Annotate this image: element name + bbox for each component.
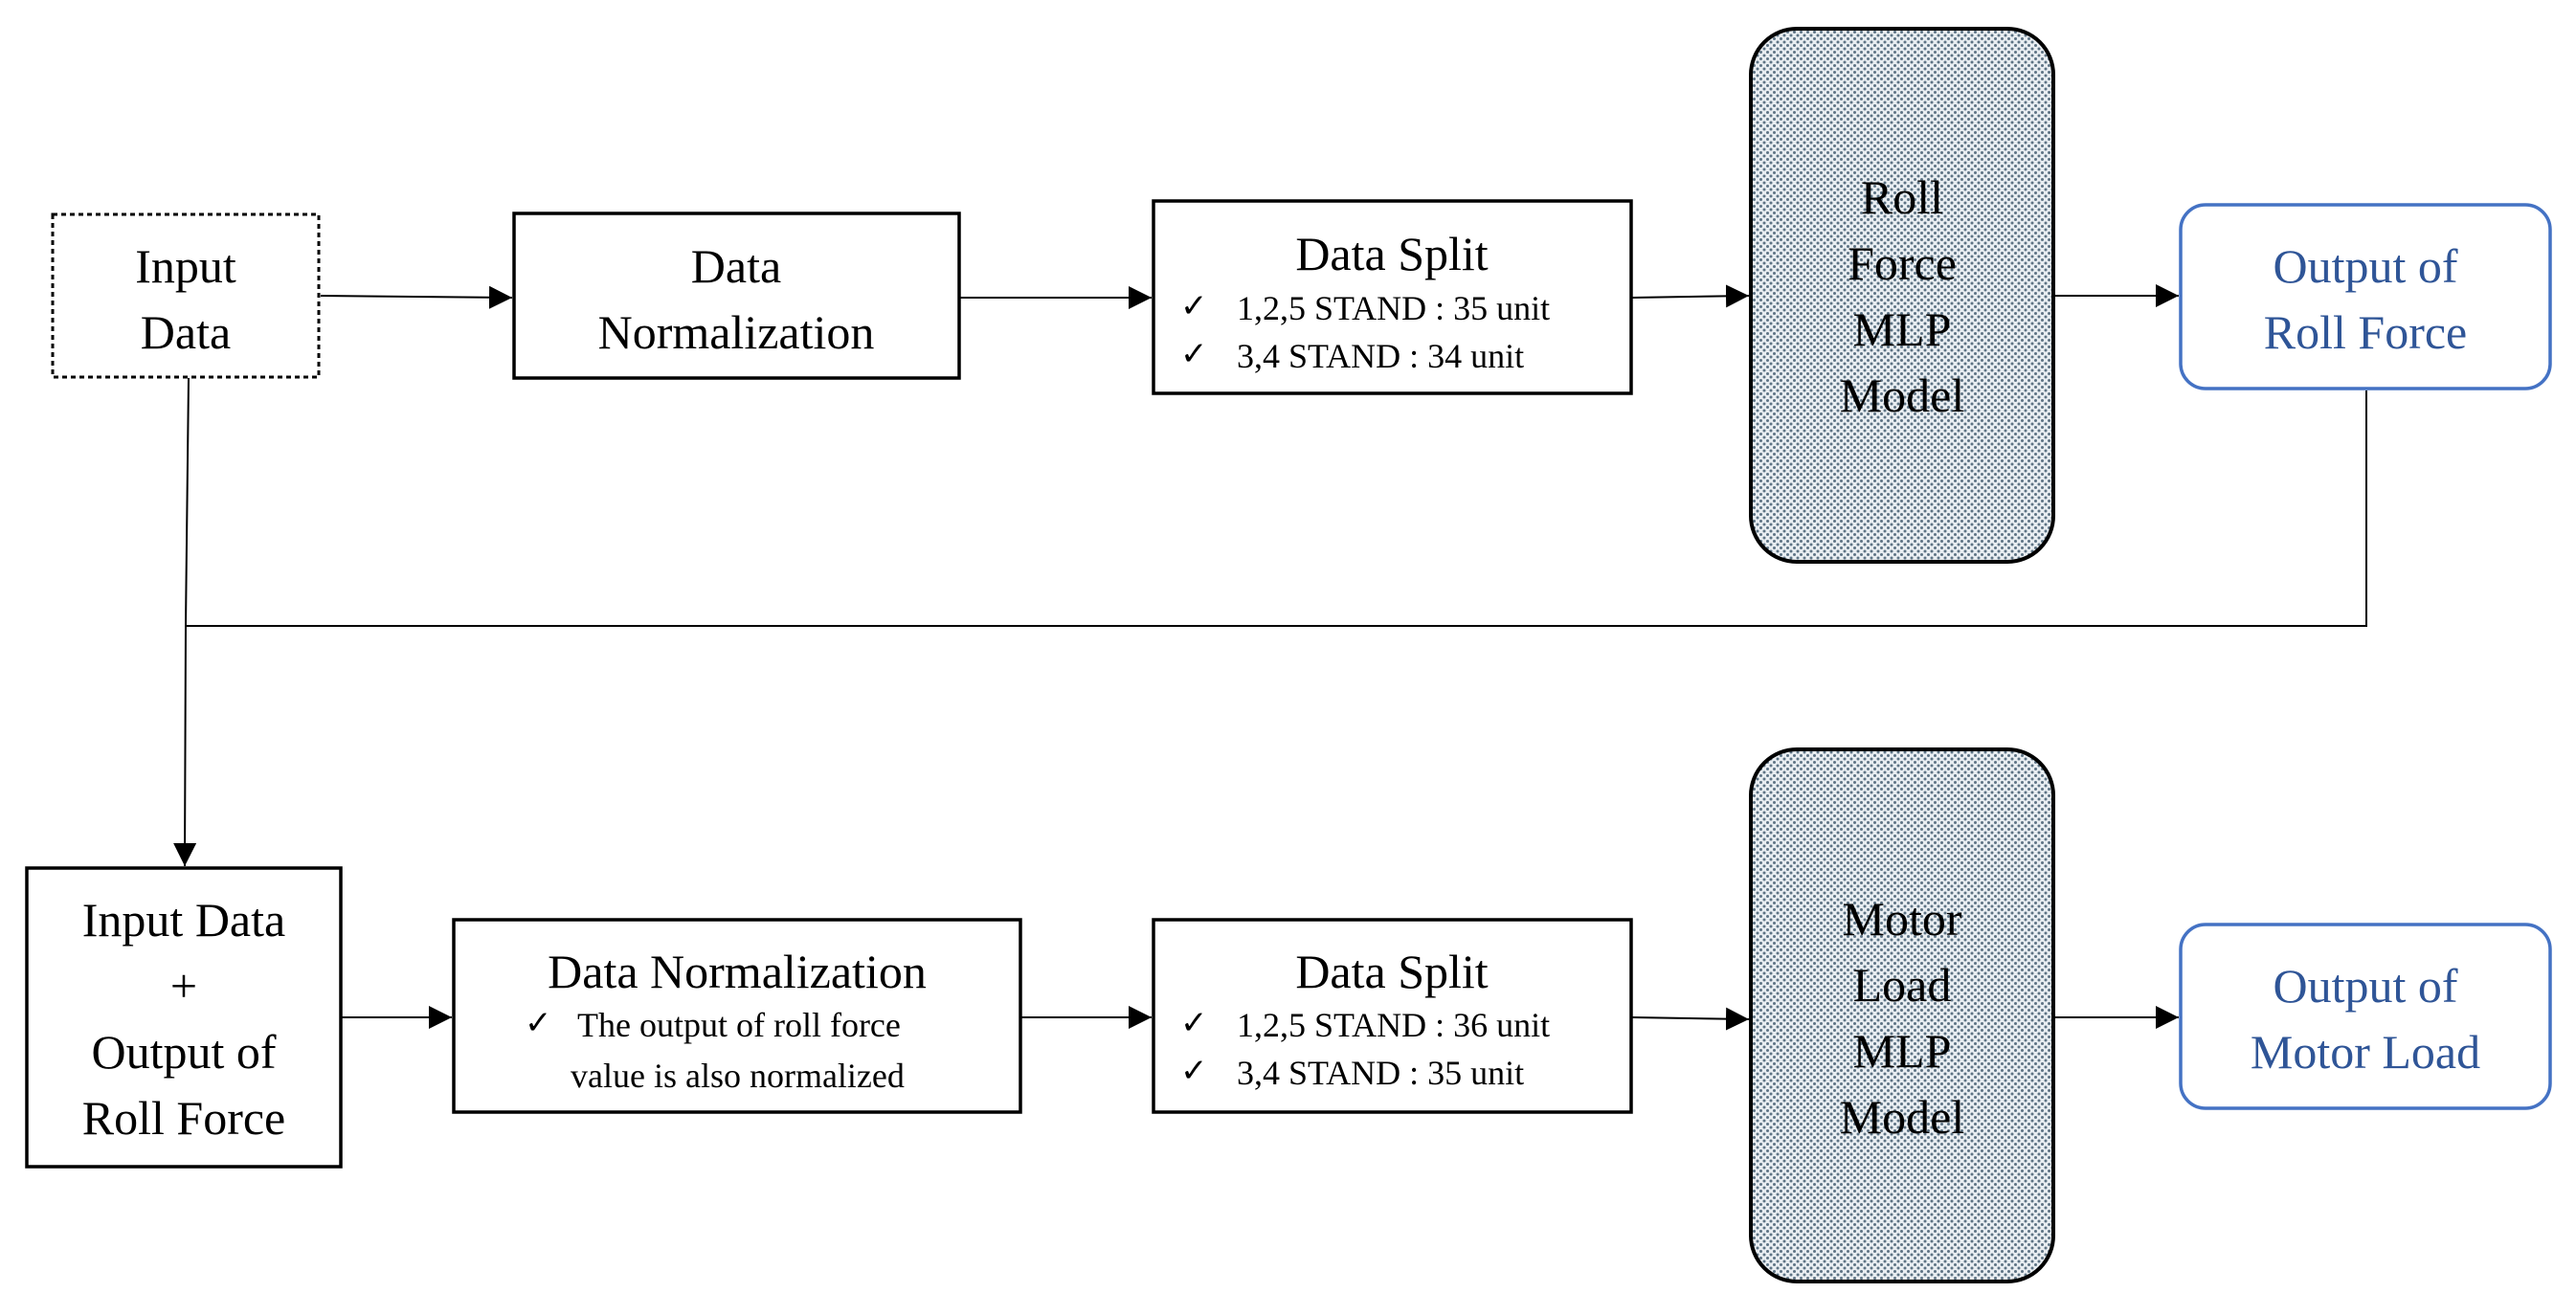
normalization-note-line1: The output of roll force [577, 1006, 901, 1044]
output-roll-force-box: Output of Roll Force [2179, 203, 2552, 390]
data-normalization-box-2: Data Normalization ✓ The output of roll … [452, 918, 1022, 1114]
combined-input-line2: + [170, 959, 197, 1013]
input-data-line1: Input [135, 239, 236, 293]
split-item-1: 1,2,5 STAND : 35 unit [1237, 289, 1550, 327]
normalization-note-line2: value is also normalized [571, 1057, 905, 1095]
model2-line3: MLP [1853, 1024, 1952, 1078]
data-split-title: Data Split [1295, 227, 1488, 280]
model2-line2: Load [1853, 958, 1952, 1012]
connectors [173, 284, 2367, 1031]
motor-load-mlp-model: Motor Load MLP Model [1749, 747, 2055, 1283]
output-motor-load-line2: Motor Load [2251, 1025, 2480, 1079]
output-roll-force-line2: Roll Force [2264, 305, 2467, 359]
data-split-box: Data Split ✓ 1,2,5 STAND : 35 unit ✓ 3,4… [1152, 199, 1633, 395]
checkmark-icon: ✓ [525, 1004, 552, 1042]
split-item-3: 1,2,5 STAND : 36 unit [1237, 1006, 1550, 1044]
output-motor-load-box: Output of Motor Load [2179, 923, 2552, 1110]
normalization-line1: Data [691, 239, 781, 293]
output-roll-force-line1: Output of [2273, 239, 2457, 293]
data-split-box-2: Data Split ✓ 1,2,5 STAND : 36 unit ✓ 3,4… [1152, 918, 1633, 1114]
checkmark-icon: ✓ [1180, 335, 1208, 373]
data-split-title-2: Data Split [1295, 945, 1488, 998]
arrow-input-to-normalization [320, 285, 513, 309]
split-item-2: 3,4 STAND : 34 unit [1237, 337, 1524, 375]
model2-line4: Model [1840, 1090, 1965, 1144]
output-motor-load-line1: Output of [2273, 959, 2457, 1013]
combined-input-line4: Roll Force [82, 1091, 285, 1145]
roll-force-mlp-model: Roll Force MLP Model [1749, 27, 2055, 564]
model-line4: Model [1840, 368, 1965, 422]
combined-input-box: Input Data + Output of Roll Force [25, 866, 343, 1169]
combined-input-line1: Input Data [82, 893, 285, 947]
model-line1: Roll [1861, 170, 1943, 224]
split-item-4: 3,4 STAND : 35 unit [1237, 1054, 1524, 1092]
normalization-title: Data Normalization [548, 945, 927, 998]
normalization-line2: Normalization [598, 305, 875, 359]
checkmark-icon: ✓ [1180, 287, 1208, 325]
arrow-split-to-model-2 [1631, 1007, 1750, 1031]
model2-line1: Motor [1843, 892, 1962, 946]
model-line2: Force [1848, 236, 1957, 290]
checkmark-icon: ✓ [1180, 1004, 1208, 1042]
arrow-down-to-combined-input [173, 377, 197, 867]
input-data-line2: Data [141, 305, 231, 359]
model-line3: MLP [1853, 302, 1952, 356]
combined-input-line3: Output of [91, 1025, 276, 1079]
input-data-box: Input Data [51, 212, 321, 379]
data-normalization-box: Data Normalization [512, 212, 961, 380]
arrow-split-to-model [1631, 284, 1750, 308]
feedback-line-roll-force [186, 390, 2367, 627]
checkmark-icon: ✓ [1180, 1052, 1208, 1090]
